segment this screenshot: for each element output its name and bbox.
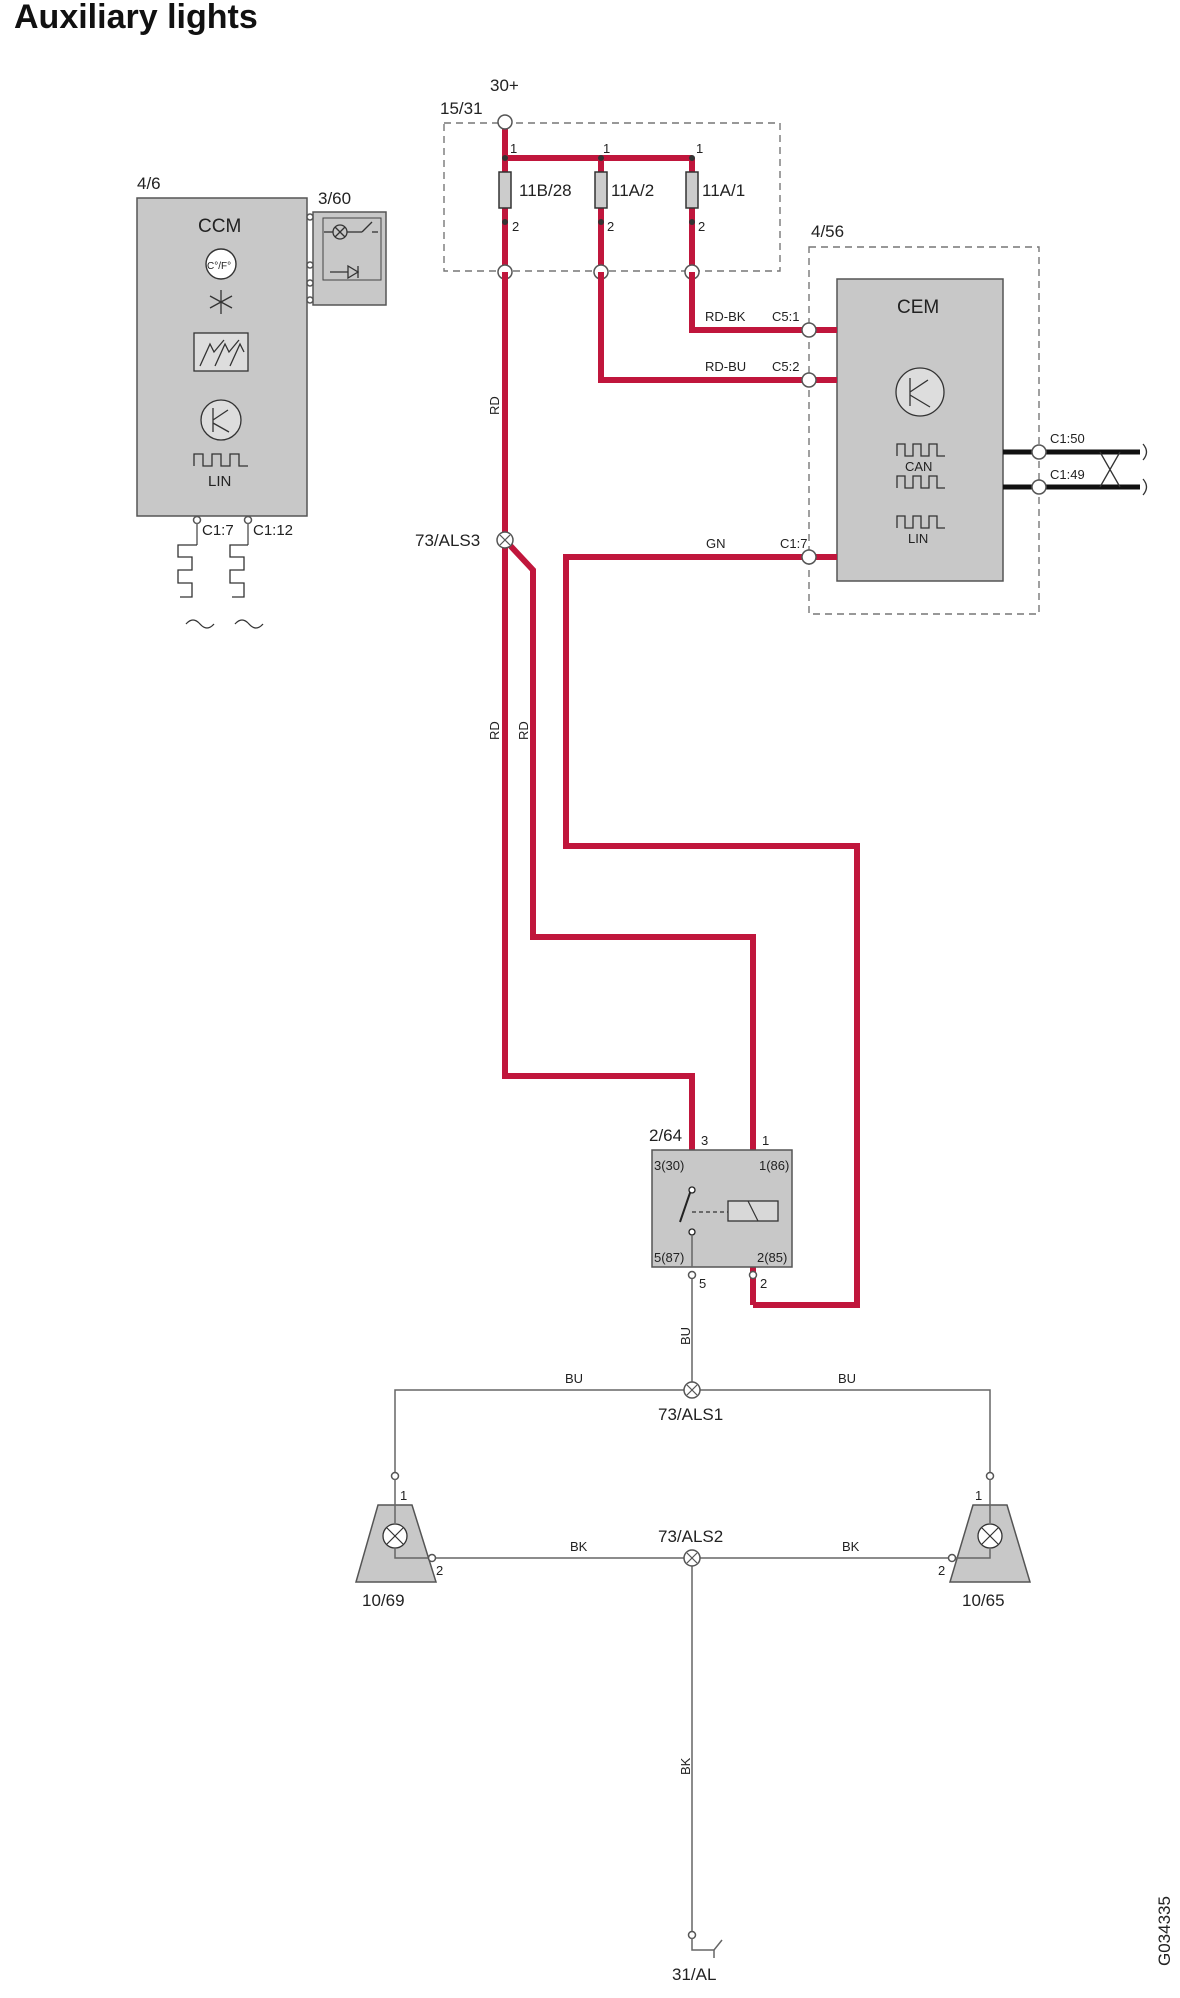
ccm-name: CCM (198, 216, 241, 237)
svg-text:2: 2 (938, 1563, 945, 1578)
cem-can-label: CAN (905, 459, 932, 474)
splice-als2: 73/ALS2 (658, 1527, 723, 1567)
svg-text:RD-BU: RD-BU (705, 359, 746, 374)
cem-name: CEM (897, 297, 939, 318)
svg-text:1(86): 1(86) (759, 1158, 789, 1173)
lamp-left-ref: 10/69 (362, 1591, 405, 1610)
lamp-right-ref: 10/65 (962, 1591, 1005, 1610)
svg-text:C1:50: C1:50 (1050, 431, 1085, 446)
ccm-lin-label: LIN (208, 473, 231, 490)
ccm-ref: 4/6 (137, 174, 161, 193)
svg-text:1: 1 (603, 141, 610, 156)
page-title: Auxiliary lights (14, 0, 258, 36)
svg-text:RD: RD (487, 396, 502, 415)
svg-text:2: 2 (512, 219, 519, 234)
fuse-11a2 (594, 171, 608, 209)
supply-label: 30+ (490, 76, 519, 95)
cem-lin-label: LIN (908, 531, 928, 546)
relay-264[interactable]: 2/64 3 1 3(30) 1(86) 5(87) 2(85) 5 2 (649, 1126, 793, 1291)
svg-text:RD: RD (516, 721, 531, 740)
thin-wires: BU BU BU BK BK BK (394, 1279, 991, 1932)
switch-360[interactable]: 3/60 (306, 189, 387, 306)
svg-text:3: 3 (701, 1133, 708, 1148)
ccm-module[interactable]: 4/6 CCM C°/F° LIN C1:7 C1:12 (136, 174, 308, 629)
heater-icon (193, 332, 249, 372)
transistor-icon (200, 399, 242, 441)
svg-text:1: 1 (696, 141, 703, 156)
switch-ref: 3/60 (318, 189, 351, 208)
fuse-label-1: 11B/28 (519, 181, 572, 200)
svg-text:RD: RD (487, 721, 502, 740)
svg-text:73/ALS3: 73/ALS3 (415, 531, 480, 550)
fuse-label-3: 11A/1 (702, 181, 745, 200)
svg-text:C1:7: C1:7 (780, 536, 807, 551)
svg-text:1: 1 (975, 1488, 982, 1503)
switch-lamp-icon (322, 217, 382, 281)
fuse-11b28 (498, 171, 512, 209)
fusebox-ref: 15/31 (440, 99, 483, 118)
svg-text:C5:1: C5:1 (772, 309, 799, 324)
svg-text:BU: BU (565, 1371, 583, 1386)
lin-signal-icon (193, 453, 248, 467)
svg-text:BK: BK (842, 1539, 860, 1554)
svg-text:5(87): 5(87) (654, 1250, 684, 1265)
snowflake-icon (209, 290, 233, 314)
cem-ref: 4/56 (811, 222, 844, 241)
cem-lin-icon (896, 515, 945, 529)
splice-als3: 73/ALS3 (415, 531, 514, 550)
svg-text:C1:12: C1:12 (253, 522, 293, 539)
red-wires: RD-BK C5:1 RD-BU C5:2 GN C1:7 RD RD RD (487, 272, 860, 1308)
fuse-11a1 (685, 171, 699, 209)
fuse-label-2: 11A/2 (611, 181, 654, 200)
svg-text:5: 5 (699, 1276, 706, 1291)
splice-als1: 73/ALS1 (658, 1381, 723, 1424)
svg-text:73/ALS2: 73/ALS2 (658, 1527, 723, 1546)
svg-text:BK: BK (570, 1539, 588, 1554)
can-signal-icon (896, 443, 945, 457)
svg-text:BU: BU (838, 1371, 856, 1386)
svg-text:1: 1 (510, 141, 517, 156)
svg-text:31/AL: 31/AL (672, 1965, 716, 1984)
figure-id: G034335 (1155, 1896, 1174, 1966)
svg-text:C1:7: C1:7 (202, 522, 234, 539)
svg-text:2(85): 2(85) (757, 1250, 787, 1265)
svg-text:73/ALS1: 73/ALS1 (658, 1405, 723, 1424)
svg-text:1: 1 (400, 1488, 407, 1503)
svg-text:2: 2 (760, 1276, 767, 1291)
ground-31al: 31/AL (672, 1930, 723, 1984)
svg-text:BK: BK (678, 1757, 693, 1775)
cem-transistor-icon (895, 367, 945, 417)
svg-text:C5:2: C5:2 (772, 359, 799, 374)
lamp-1069[interactable]: 1 2 10/69 (355, 1471, 443, 1611)
lamp-1065[interactable]: 1 2 10/65 (938, 1471, 1032, 1611)
svg-text:2: 2 (607, 219, 614, 234)
svg-text:RD-BK: RD-BK (705, 309, 746, 324)
svg-text:1: 1 (762, 1133, 769, 1148)
fusebox[interactable]: 15/31 30+ 11B/28 11A/2 11A/1 1 1 1 2 2 2 (440, 76, 781, 280)
svg-text:GN: GN (706, 536, 726, 551)
svg-text:BU: BU (678, 1327, 693, 1345)
cem-module[interactable]: 4/56 CEM CAN LIN C1:50 C1:49 (808, 222, 1148, 615)
svg-text:2: 2 (436, 1563, 443, 1578)
svg-text:3(30): 3(30) (654, 1158, 684, 1173)
twisted-pair-icon (1099, 443, 1148, 496)
temp-icon: C°/F° (207, 261, 231, 272)
svg-text:C1:49: C1:49 (1050, 467, 1085, 482)
svg-text:2: 2 (698, 219, 705, 234)
relay-ref: 2/64 (649, 1126, 682, 1145)
